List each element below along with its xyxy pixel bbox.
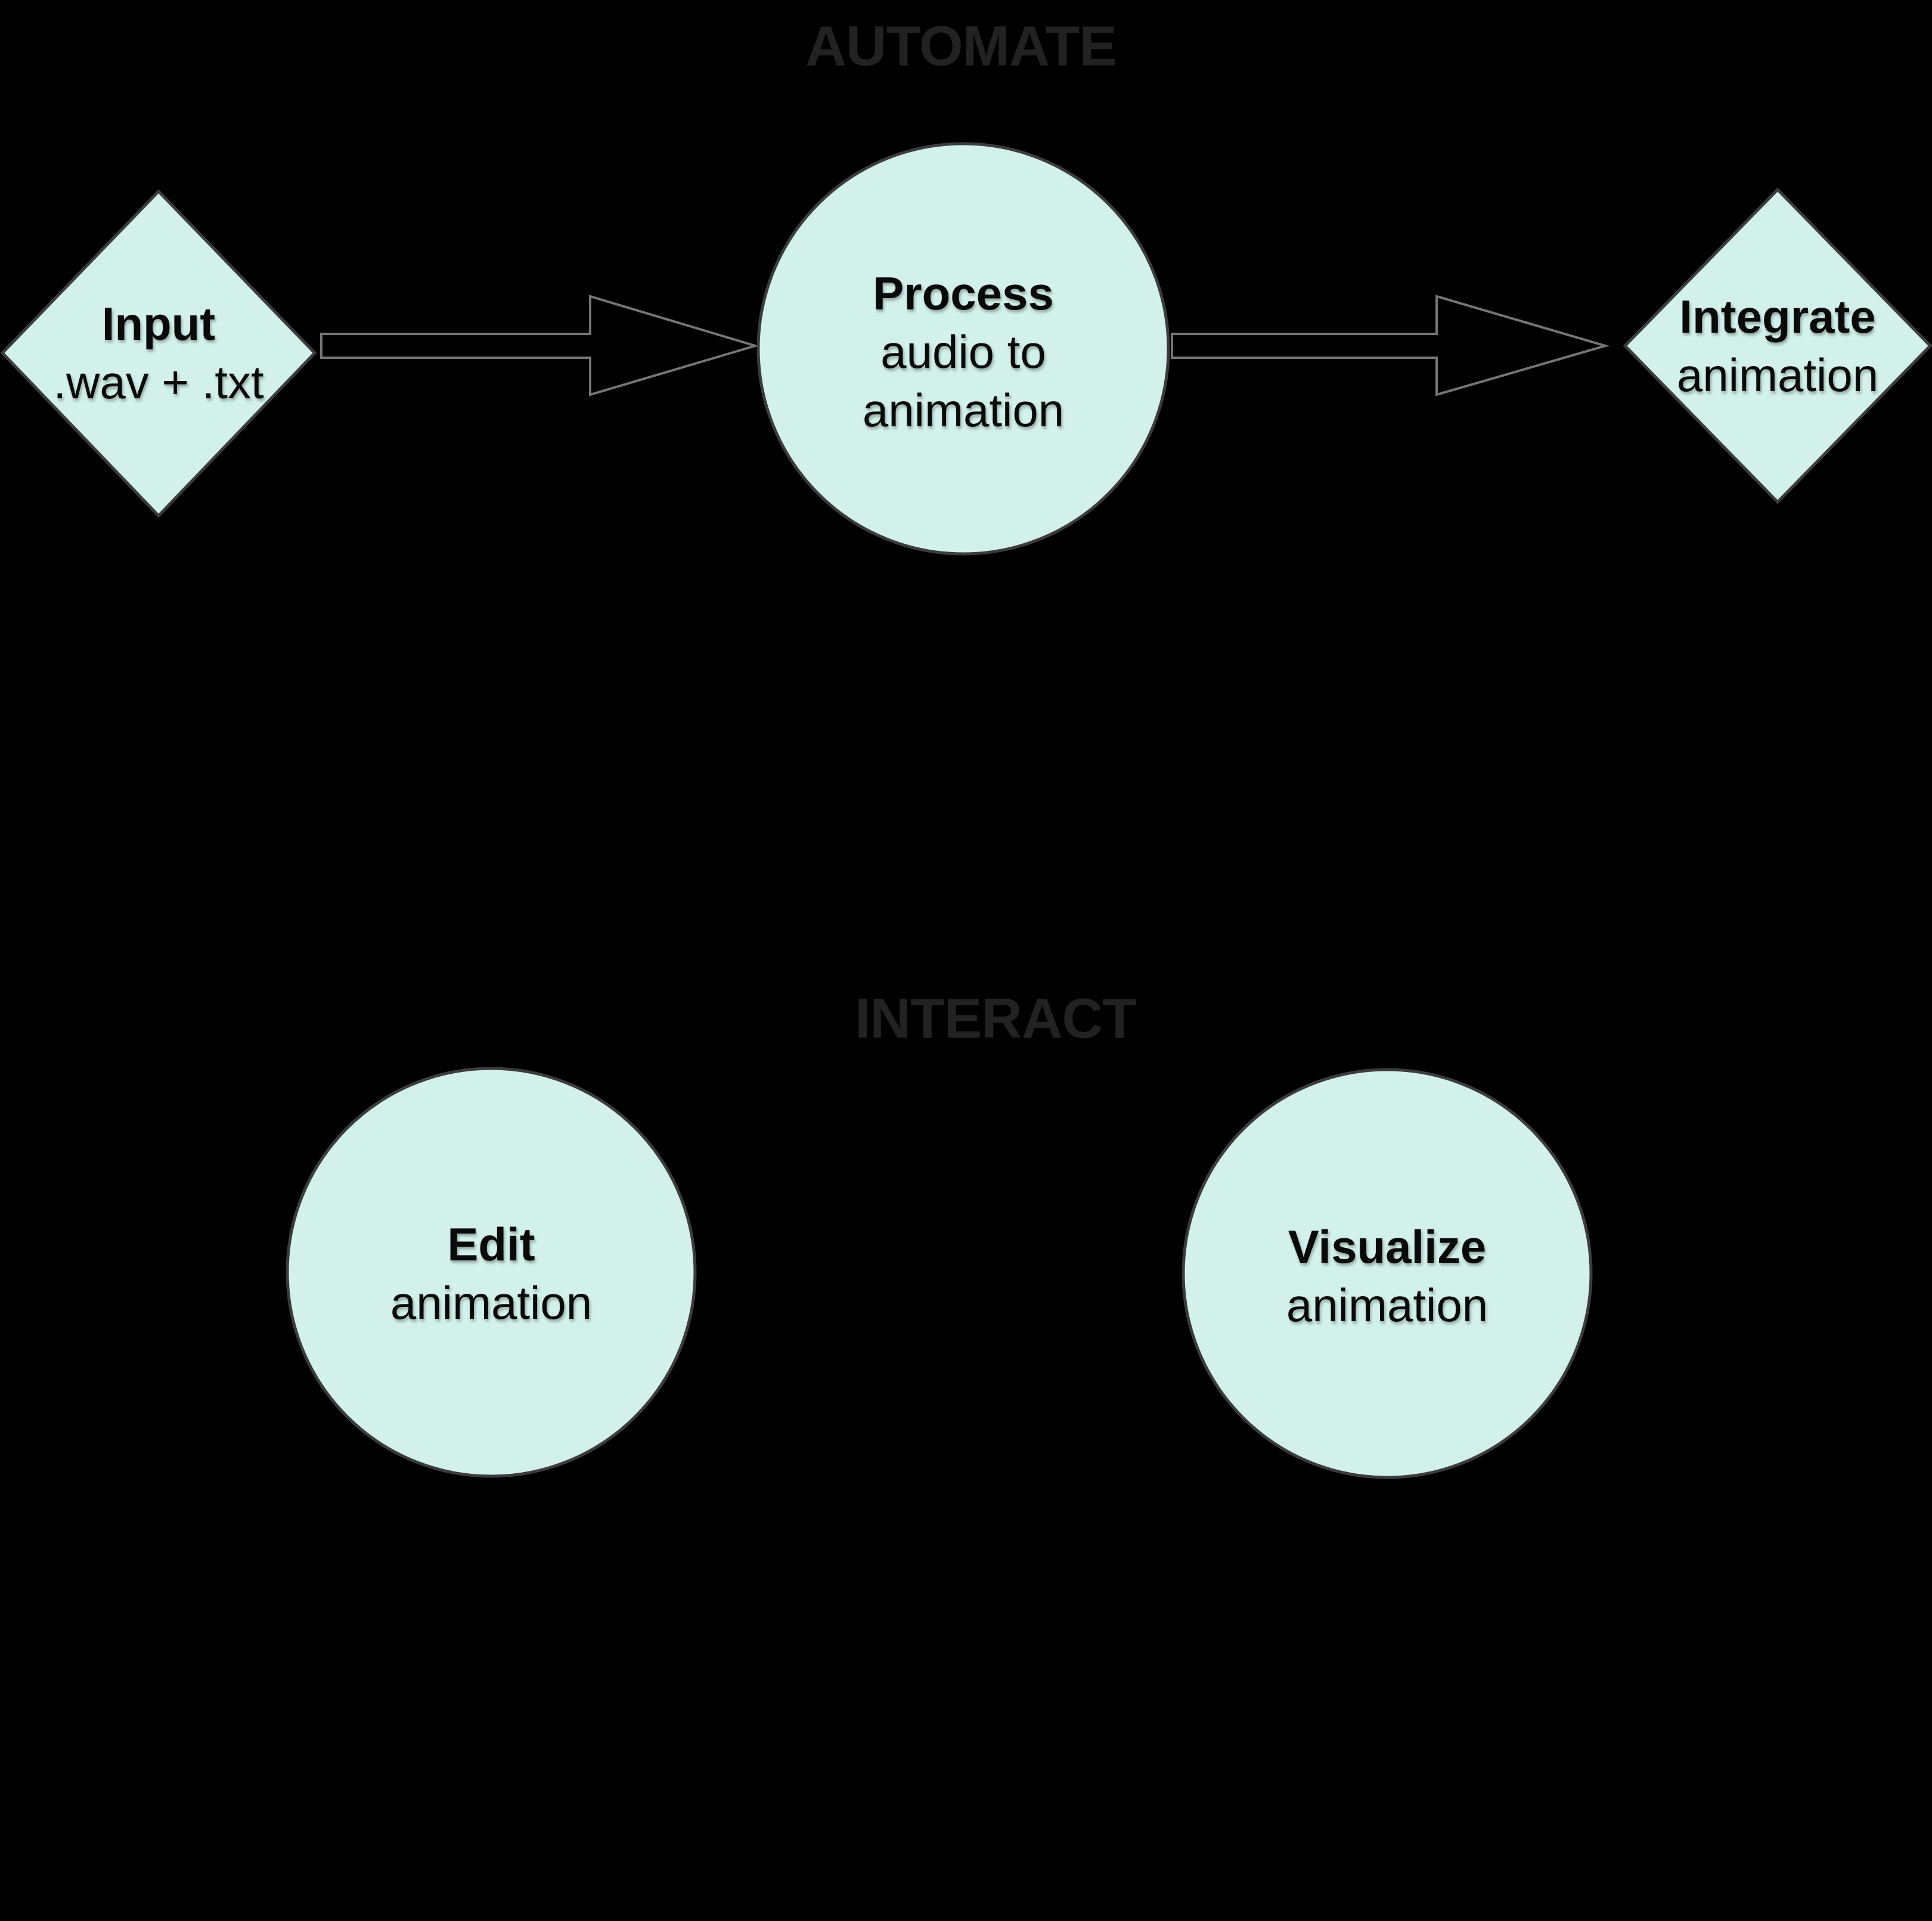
edit-circle-shape <box>286 1067 697 1478</box>
integrate-node-label: Integrate animation <box>1677 287 1878 404</box>
section-title-interact: INTERACT <box>854 987 1137 1051</box>
section-title-automate: AUTOMATE <box>805 14 1117 78</box>
edit-node-label: Edit animation <box>390 1215 592 1332</box>
visualize-circle-shape <box>1181 1068 1593 1479</box>
arrow-process-to-integrate <box>1171 295 1610 396</box>
input-node-title: Input <box>101 298 216 350</box>
edit-node-title: Edit <box>447 1218 535 1271</box>
arrow-input-to-process <box>320 295 760 396</box>
integrate-diamond-shape <box>1623 187 1932 504</box>
process-node-label: Process audio to animation <box>863 264 1064 439</box>
input-node-subtitle: .wav + .txt <box>53 356 264 408</box>
edit-node-subtitle: animation <box>390 1276 593 1329</box>
process-circle-shape <box>756 142 1170 556</box>
integrate-node-subtitle: animation <box>1676 349 1879 401</box>
visualize-node-title: Visualize <box>1288 1220 1487 1273</box>
integrate-node-title: Integrate <box>1679 290 1876 343</box>
process-node-title: Process <box>873 267 1054 320</box>
input-node-label: Input .wav + .txt <box>53 295 263 411</box>
visualize-node-subtitle: animation <box>1286 1279 1488 1331</box>
process-node-subtitle-line2: animation <box>862 384 1065 436</box>
input-diamond-shape <box>0 189 317 518</box>
process-node-subtitle-line1: audio to <box>880 326 1046 378</box>
visualize-node-label: Visualize animation <box>1286 1217 1488 1334</box>
